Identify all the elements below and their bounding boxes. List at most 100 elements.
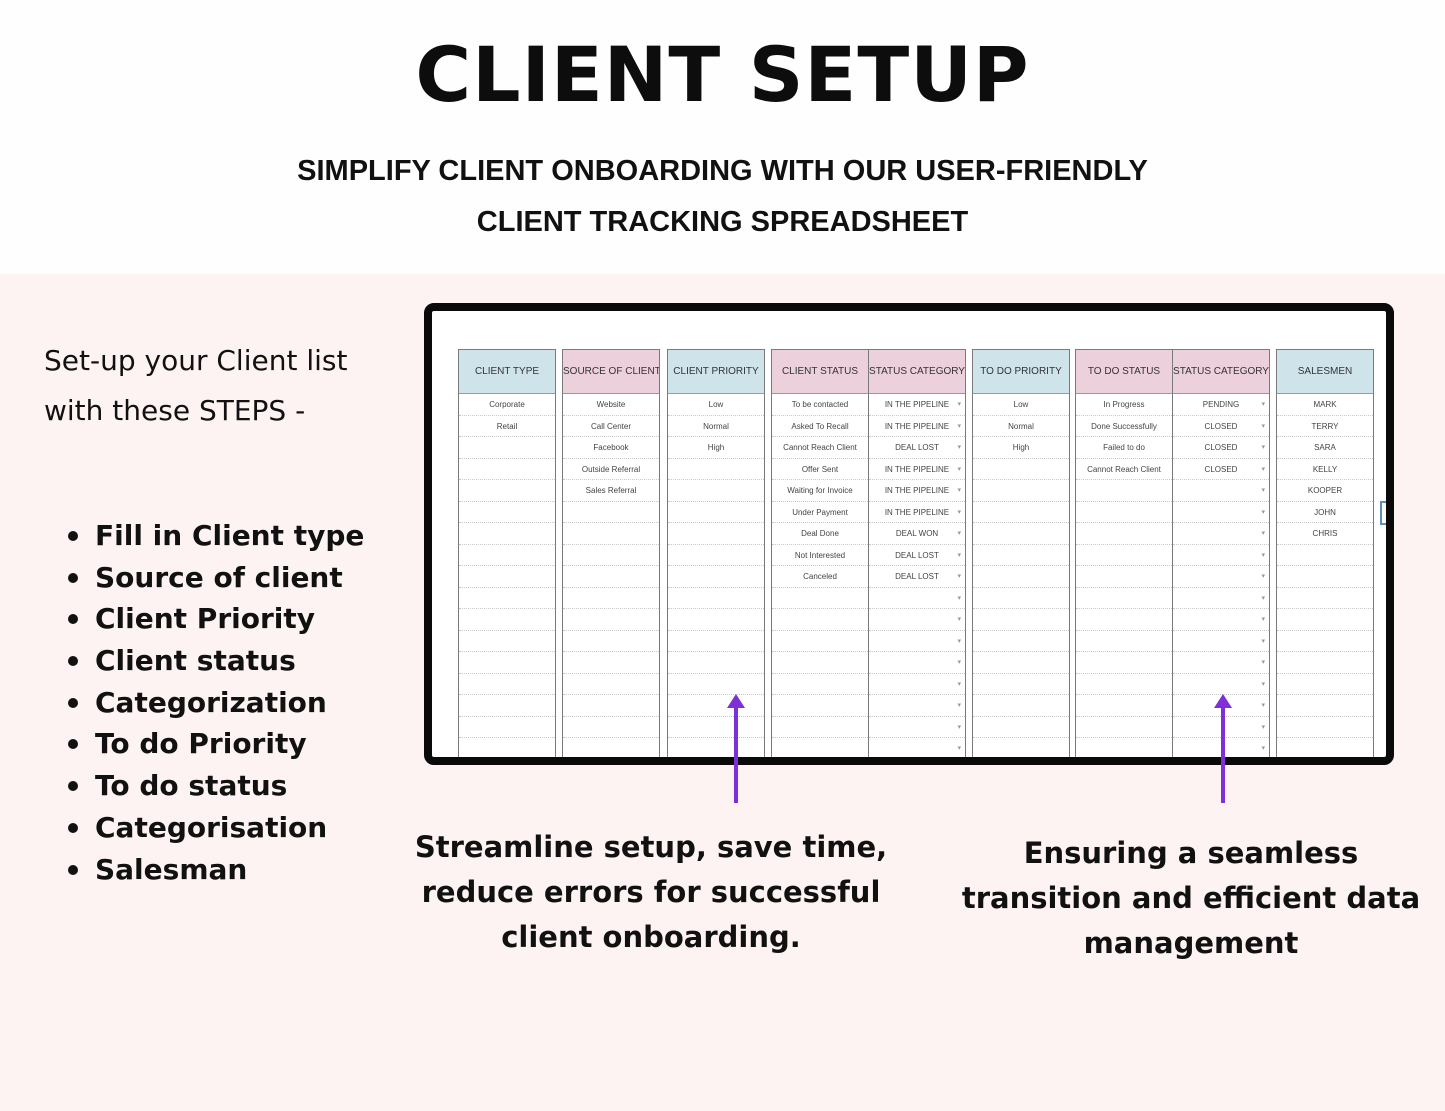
table-cell[interactable]: [563, 738, 659, 757]
table-cell[interactable]: [1076, 609, 1172, 631]
table-cell[interactable]: [1173, 674, 1269, 695]
table-cell[interactable]: [668, 738, 764, 757]
table-cell[interactable]: [1076, 695, 1172, 717]
table-cell[interactable]: [459, 609, 555, 631]
table-cell[interactable]: [1076, 502, 1172, 523]
table-cell[interactable]: [973, 609, 1069, 631]
table-cell[interactable]: [459, 545, 555, 566]
table-cell[interactable]: Normal: [668, 416, 764, 437]
table-cell[interactable]: High: [973, 437, 1069, 459]
table-cell[interactable]: High: [668, 437, 764, 459]
table-cell[interactable]: [459, 738, 555, 757]
table-cell[interactable]: Canceled: [772, 566, 868, 588]
table-cell[interactable]: [973, 738, 1069, 757]
table-cell[interactable]: [459, 652, 555, 674]
table-cell[interactable]: CHRIS: [1277, 523, 1373, 545]
table-cell[interactable]: IN THE PIPELINE: [869, 416, 965, 437]
table-cell[interactable]: [1173, 652, 1269, 674]
table-cell[interactable]: [563, 631, 659, 652]
table-cell[interactable]: TERRY: [1277, 416, 1373, 437]
table-cell[interactable]: Offer Sent: [772, 459, 868, 480]
table-cell[interactable]: [869, 695, 965, 717]
table-cell[interactable]: [668, 459, 764, 480]
table-cell[interactable]: [1277, 566, 1373, 588]
table-cell[interactable]: [563, 502, 659, 523]
table-cell[interactable]: In Progress: [1076, 394, 1172, 416]
table-cell[interactable]: Website: [563, 394, 659, 416]
table-cell[interactable]: [459, 480, 555, 502]
table-cell[interactable]: [1277, 588, 1373, 609]
table-cell[interactable]: [668, 652, 764, 674]
table-cell[interactable]: [973, 480, 1069, 502]
table-cell[interactable]: [668, 523, 764, 545]
table-cell[interactable]: KOOPER: [1277, 480, 1373, 502]
table-cell[interactable]: [459, 695, 555, 717]
table-cell[interactable]: [1173, 609, 1269, 631]
table-cell[interactable]: MARK: [1277, 394, 1373, 416]
table-cell[interactable]: [563, 652, 659, 674]
table-cell[interactable]: Outside Referral: [563, 459, 659, 480]
table-cell[interactable]: [1173, 631, 1269, 652]
table-cell[interactable]: [1173, 502, 1269, 523]
table-cell[interactable]: Corporate: [459, 394, 555, 416]
table-cell[interactable]: Low: [973, 394, 1069, 416]
table-cell[interactable]: Low: [668, 394, 764, 416]
table-cell[interactable]: IN THE PIPELINE: [869, 459, 965, 480]
table-cell[interactable]: [459, 717, 555, 738]
table-cell[interactable]: DEAL WON: [869, 523, 965, 545]
table-cell[interactable]: [973, 717, 1069, 738]
table-cell[interactable]: [1076, 631, 1172, 652]
table-cell[interactable]: Under Payment: [772, 502, 868, 523]
table-cell[interactable]: [1277, 717, 1373, 738]
table-cell[interactable]: [668, 502, 764, 523]
table-cell[interactable]: [1173, 545, 1269, 566]
table-cell[interactable]: [1277, 695, 1373, 717]
table-cell[interactable]: [459, 459, 555, 480]
table-cell[interactable]: Facebook: [563, 437, 659, 459]
table-cell[interactable]: [772, 738, 868, 757]
table-cell[interactable]: [1076, 674, 1172, 695]
table-cell[interactable]: Done Successfully: [1076, 416, 1172, 437]
table-cell[interactable]: [973, 566, 1069, 588]
table-cell[interactable]: [1076, 480, 1172, 502]
table-cell[interactable]: [973, 459, 1069, 480]
table-cell[interactable]: SARA: [1277, 437, 1373, 459]
table-cell[interactable]: [563, 609, 659, 631]
table-cell[interactable]: To be contacted: [772, 394, 868, 416]
table-cell[interactable]: [973, 631, 1069, 652]
table-cell[interactable]: Call Center: [563, 416, 659, 437]
table-cell[interactable]: [1076, 545, 1172, 566]
table-cell[interactable]: [1173, 523, 1269, 545]
table-cell[interactable]: [973, 695, 1069, 717]
table-cell[interactable]: [459, 674, 555, 695]
table-cell[interactable]: [772, 652, 868, 674]
table-cell[interactable]: [869, 738, 965, 757]
table-cell[interactable]: [1277, 674, 1373, 695]
table-cell[interactable]: [1277, 631, 1373, 652]
table-cell[interactable]: [1076, 523, 1172, 545]
table-cell[interactable]: [668, 480, 764, 502]
table-cell[interactable]: [563, 523, 659, 545]
table-cell[interactable]: [1076, 652, 1172, 674]
table-cell[interactable]: [459, 502, 555, 523]
table-cell[interactable]: [772, 674, 868, 695]
table-cell[interactable]: [459, 588, 555, 609]
table-cell[interactable]: [668, 674, 764, 695]
table-cell[interactable]: [459, 523, 555, 545]
table-cell[interactable]: [973, 523, 1069, 545]
table-cell[interactable]: [1277, 609, 1373, 631]
table-cell[interactable]: [563, 674, 659, 695]
table-cell[interactable]: IN THE PIPELINE: [869, 480, 965, 502]
table-cell[interactable]: KELLY: [1277, 459, 1373, 480]
table-cell[interactable]: [668, 695, 764, 717]
table-cell[interactable]: Sales Referral: [563, 480, 659, 502]
table-cell[interactable]: PENDING: [1173, 394, 1269, 416]
table-cell[interactable]: [1173, 480, 1269, 502]
table-cell[interactable]: CLOSED: [1173, 437, 1269, 459]
table-cell[interactable]: [869, 609, 965, 631]
table-cell[interactable]: Cannot Reach Client: [1076, 459, 1172, 480]
table-cell[interactable]: Cannot Reach Client: [772, 437, 868, 459]
table-cell[interactable]: [459, 631, 555, 652]
table-cell[interactable]: Deal Done: [772, 523, 868, 545]
table-cell[interactable]: [1277, 738, 1373, 757]
